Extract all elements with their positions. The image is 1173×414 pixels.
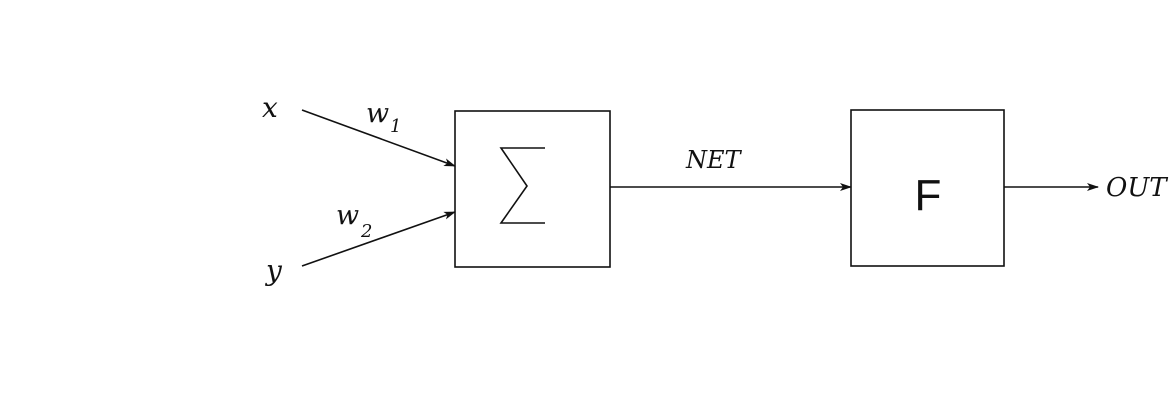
net-label: NET — [685, 146, 743, 174]
summation-block — [454, 110, 611, 268]
weight-w2-subscript: 2 — [360, 221, 372, 242]
input-x-arrow — [301, 109, 456, 167]
weight-w2-label: w 2 — [336, 200, 372, 242]
weight-w1-label: w 1 — [366, 98, 401, 137]
weight-w2-base: w — [336, 200, 359, 231]
activation-label: F — [915, 171, 942, 220]
weight-w1-subscript: 1 — [390, 116, 401, 137]
activation-block — [850, 109, 1005, 267]
sigma-icon — [499, 147, 545, 224]
weight-w1-base: w — [366, 98, 389, 129]
output-label: OUT — [1106, 173, 1168, 203]
input-x-label: x — [262, 91, 278, 124]
input-y-arrow — [301, 211, 456, 267]
input-y-label: y — [264, 254, 283, 287]
